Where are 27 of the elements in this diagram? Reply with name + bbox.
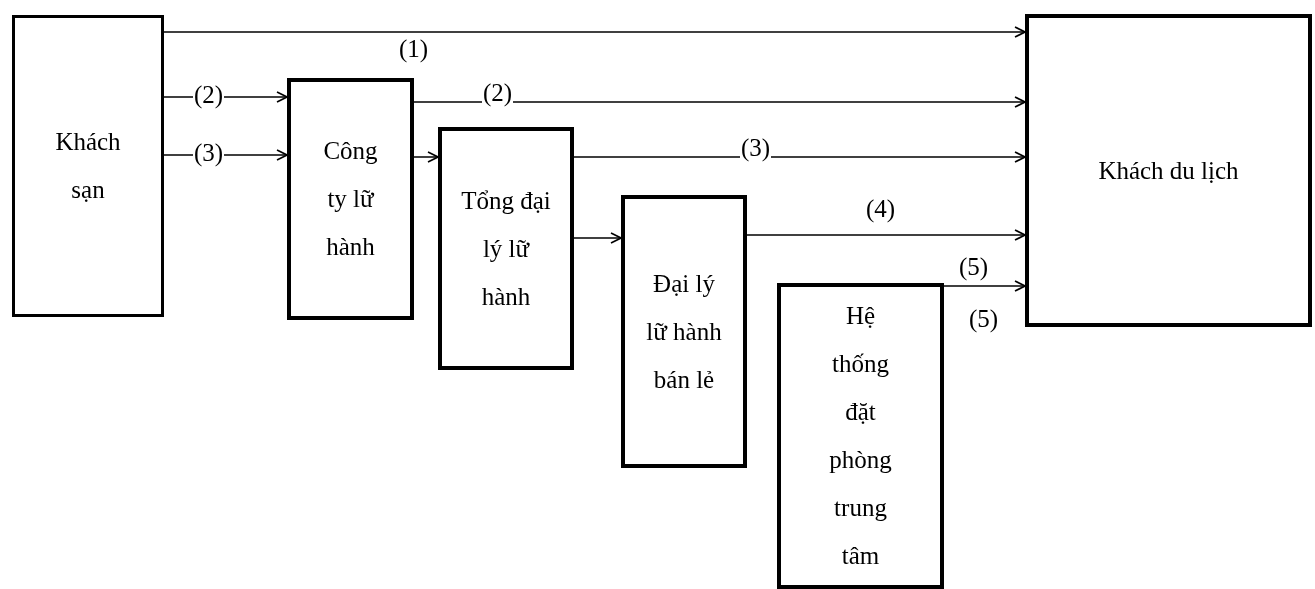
edge-label: (2) [482, 80, 514, 106]
arrow [413, 151, 439, 163]
arrow [163, 26, 1026, 38]
arrow [943, 280, 1026, 292]
edge-label: (3) [193, 140, 225, 166]
arrow [573, 232, 622, 244]
node-label: Đại lý lữ hành bán lẻ [646, 268, 722, 395]
node-label: Khách du lịch [1098, 155, 1239, 186]
edge-label: (3) [740, 135, 772, 161]
edge-label: (1) [398, 36, 430, 62]
process-box [777, 283, 944, 589]
process-box [1025, 14, 1312, 327]
arrow [573, 151, 1026, 163]
process-box [12, 15, 164, 317]
arrow [413, 96, 1026, 108]
node-label: Khách sạn [54, 127, 122, 205]
arrow [746, 229, 1026, 241]
process-box [621, 195, 747, 468]
edge-label: (5) [958, 254, 990, 280]
node-label: Tổng đại lý lữ hành [460, 185, 552, 312]
process-box [287, 78, 414, 320]
process-box [438, 127, 574, 370]
node-label: Hệ thống đặt phòng trung tâm [828, 301, 893, 571]
edge-label: (4) [865, 196, 897, 222]
edge-label: (2) [193, 82, 225, 108]
node-label: Công ty lữ hành [322, 136, 379, 262]
flow-number: (5) [968, 306, 1000, 332]
